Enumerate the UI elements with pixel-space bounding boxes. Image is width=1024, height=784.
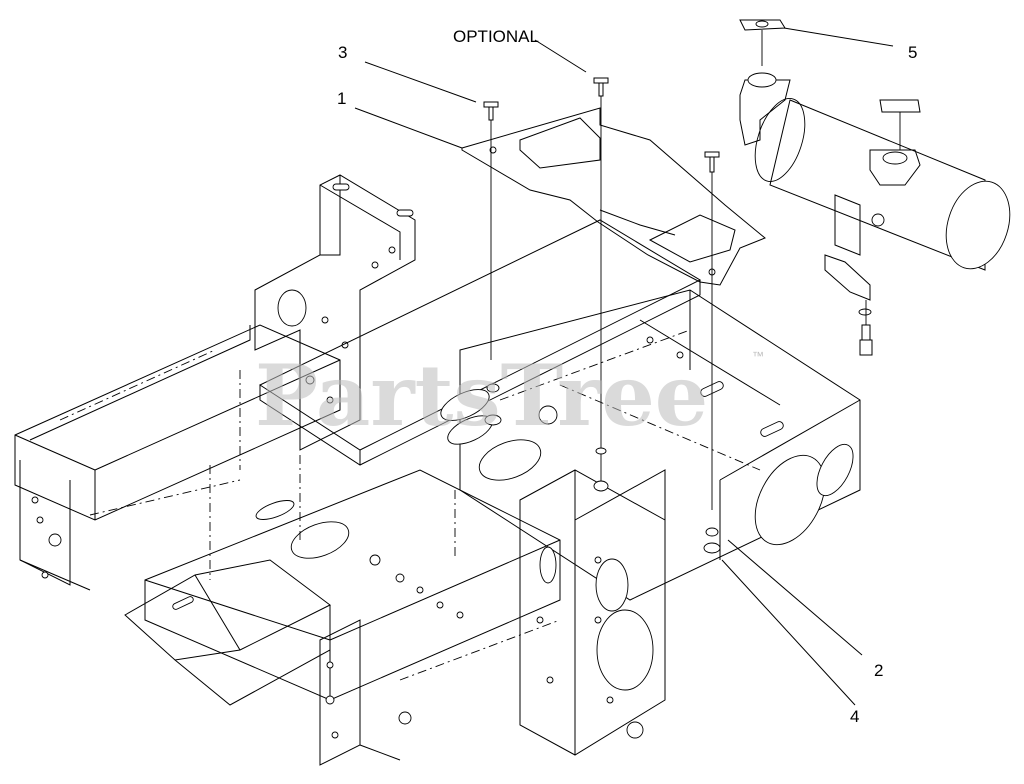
callout-labels: OPTIONAL 3 1 5 2 4	[337, 27, 917, 726]
callout-3: 3	[338, 43, 347, 62]
watermark-trademark: ™	[752, 349, 764, 363]
fasteners	[483, 77, 721, 554]
callout-2: 2	[874, 661, 883, 680]
main-frame	[14, 174, 861, 766]
watermark-text: PartsTree	[255, 346, 708, 445]
callout-1: 1	[337, 89, 346, 108]
muffler-part-5	[739, 19, 1011, 356]
watermark: PartsTree ™	[255, 346, 764, 445]
optional-label: OPTIONAL	[453, 27, 539, 46]
leader-lines	[354, 27, 894, 706]
callout-5: 5	[908, 43, 917, 62]
heat-shield-part-1	[461, 107, 766, 286]
callout-4: 4	[850, 707, 859, 726]
